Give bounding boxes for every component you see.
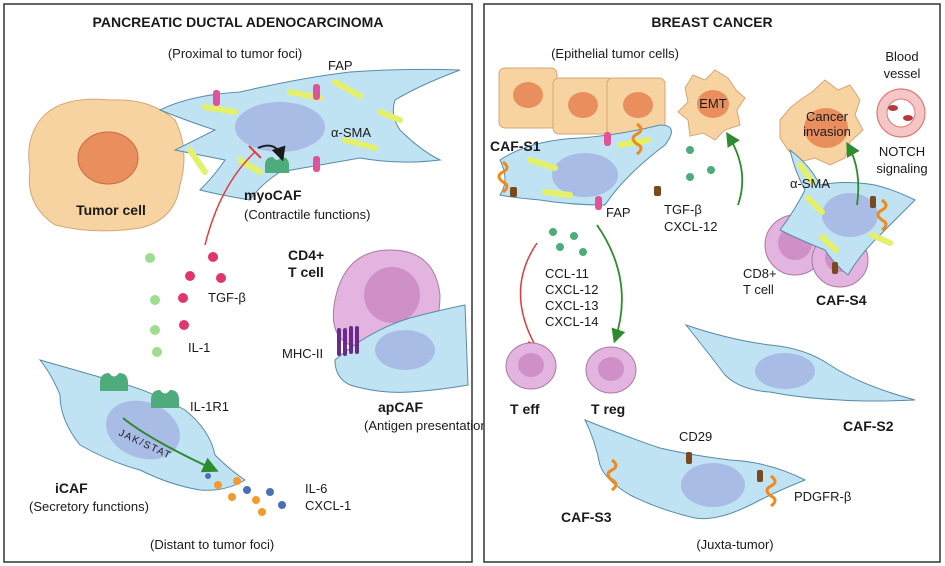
right-panel: BREAST CANCER (Epithelial tumor cells) E… <box>483 3 941 563</box>
distant-label: (Distant to tumor foci) <box>150 537 274 552</box>
blood-vessel-label-1: Blood <box>885 49 918 64</box>
cytokine-label: CXCL-13 <box>545 298 598 313</box>
il6-label: IL-6 <box>305 481 327 496</box>
caf-s3-cell: CD29 PDGFR-β CAF-S3 <box>561 419 851 525</box>
il1r1-receptor-2 <box>151 390 179 408</box>
caf-s1-fap-label: FAP <box>606 205 631 220</box>
icaf-desc: (Secretory functions) <box>29 499 149 514</box>
mhc2-label: MHC-II <box>282 346 323 361</box>
t-eff-cell: T eff <box>505 342 557 417</box>
inhibition-bar <box>248 145 262 159</box>
proximal-label: (Proximal to tumor foci) <box>168 46 302 61</box>
tumor-cell-label: Tumor cell <box>76 202 146 218</box>
cytokine-label: CXCL-14 <box>545 314 598 329</box>
cd8-label-line1: CD8+ <box>743 266 777 281</box>
caf-s3-label: CAF-S3 <box>561 509 612 525</box>
juxta-label: (Juxta-tumor) <box>696 537 773 552</box>
myocaf-desc: (Contractile functions) <box>244 207 370 222</box>
cancer-invasion-label-2: invasion <box>803 124 851 139</box>
caf-s4-cell: α-SMA CAF-S4 <box>779 141 916 308</box>
cd4-label-line1: CD4+ <box>288 247 324 263</box>
icaf-cell: IL-1R1 JAK/STAT iCAF (Secretory function… <box>29 359 351 516</box>
apcaf-cell: MHC-II apCAF (Antigen presentation) <box>282 304 492 433</box>
apcaf-label: apCAF <box>378 399 424 415</box>
myocaf-fap-label: FAP <box>328 58 353 73</box>
epithelial-tumor-cells <box>498 67 666 137</box>
caf-s4-label: CAF-S4 <box>816 292 867 308</box>
cancer-invasion-cell: Cancer invasion <box>779 79 864 166</box>
il6-cxcl1-dots <box>205 473 286 516</box>
blood-vessel: Blood vessel NOTCH signaling <box>876 49 927 176</box>
cd8-label-line2: T cell <box>743 282 774 297</box>
jak-stat-arrow <box>122 417 219 473</box>
caf-s1-cell: CAF-S1 FAP <box>490 122 672 220</box>
fap-markers <box>213 84 320 172</box>
mhc2-markers <box>337 326 359 356</box>
caf-s1-label: CAF-S1 <box>490 138 541 154</box>
notch-label-2: signaling <box>876 161 927 176</box>
caf-s2-cell: CAF-S2 <box>684 323 916 434</box>
pdgfrb-label: PDGFR-β <box>794 489 851 504</box>
tgfb-dots <box>178 252 226 330</box>
tgfb-label: TGF-β <box>208 290 246 305</box>
tgfb-cxcl12-dots <box>686 146 715 181</box>
epithelial-label: (Epithelial tumor cells) <box>551 46 679 61</box>
caf-s4-alpha-sma <box>797 162 893 253</box>
blood-vessel-label-2: vessel <box>884 66 921 81</box>
emt-cell: EMT <box>677 69 746 141</box>
cxcl1-label: CXCL-1 <box>305 498 351 513</box>
cytokine-dots <box>549 228 587 256</box>
caf-s2-label: CAF-S2 <box>843 418 894 434</box>
treg-arrow <box>596 224 626 344</box>
cytokine-label: CXCL-12 <box>545 282 598 297</box>
cxcl12-label-right: CXCL-12 <box>664 219 717 234</box>
caf-s4-alpha-sma-label: α-SMA <box>790 176 830 191</box>
icaf-label: iCAF <box>55 480 88 496</box>
cancer-invasion-label-1: Cancer <box>806 109 849 124</box>
t-reg-cell: T reg <box>585 346 637 417</box>
il1-label: IL-1 <box>188 340 210 355</box>
tgfb-label-right: TGF-β <box>664 202 702 217</box>
t-reg-label: T reg <box>591 401 625 417</box>
myocaf-signal-arrow <box>257 144 286 162</box>
il1r1-label: IL-1R1 <box>190 399 229 414</box>
myocaf-cell: FAP α-SMA myoCAF (Contractile functions) <box>158 58 461 222</box>
myocaf-alpha-sma-label: α-SMA <box>331 125 371 140</box>
left-panel: PANCREATIC DUCTAL ADENOCARCINOMA (Proxim… <box>3 3 492 563</box>
tgfb-inhibition-line <box>204 151 256 246</box>
left-panel-title: PANCREATIC DUCTAL ADENOCARCINOMA <box>93 14 384 30</box>
myocaf-label: myoCAF <box>244 187 302 203</box>
emt-arrow <box>726 131 744 206</box>
il1-dots <box>145 253 162 357</box>
il1r1-receptor-1 <box>100 373 128 391</box>
cytokine-label: CCL-11 <box>545 266 589 281</box>
cd4-label-line2: T cell <box>288 264 324 280</box>
apcaf-desc: (Antigen presentation) <box>364 418 492 433</box>
tumor-cell: Tumor cell <box>28 98 185 232</box>
notch-label-1: NOTCH <box>879 144 925 159</box>
emt-label: EMT <box>699 96 727 111</box>
t-eff-label: T eff <box>510 401 540 417</box>
invasion-arrow <box>846 141 860 206</box>
cytokine-labels: CCL-11 CXCL-12 CXCL-13 CXCL-14 <box>545 266 598 329</box>
cd29-label: CD29 <box>679 429 712 444</box>
right-panel-title: BREAST CANCER <box>651 14 772 30</box>
teff-inhibition-line <box>519 242 538 346</box>
